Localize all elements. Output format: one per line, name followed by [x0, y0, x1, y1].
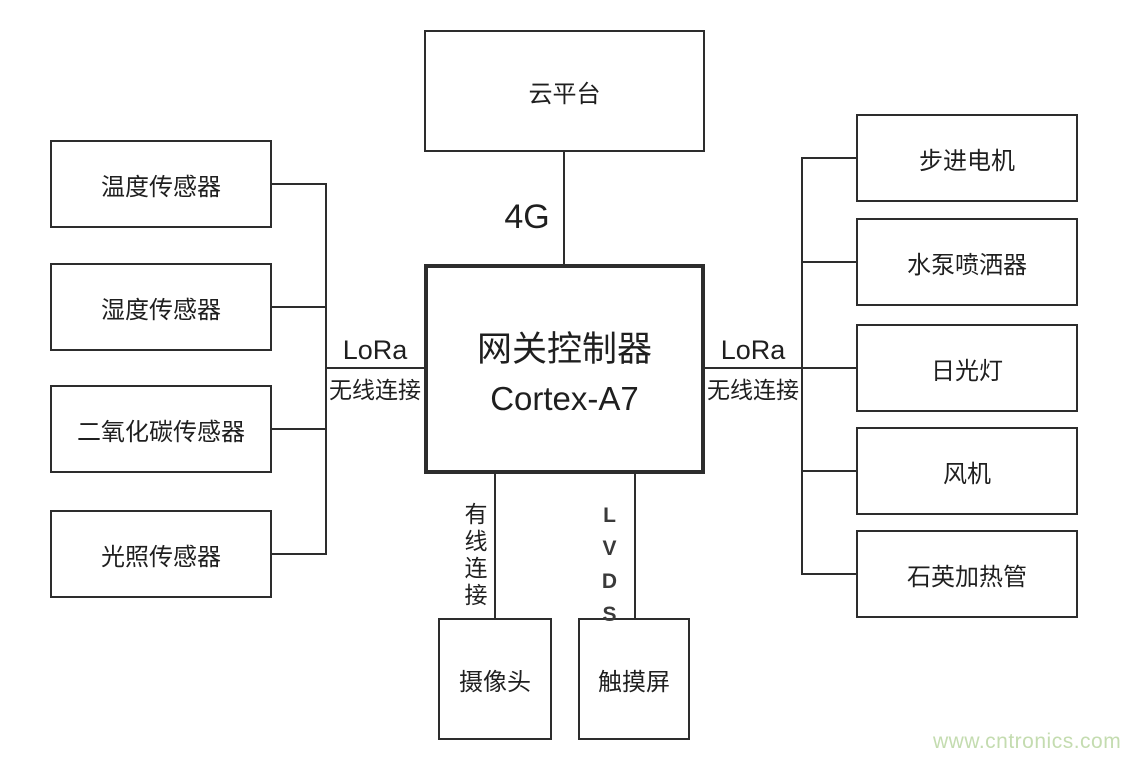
node-co2-sensor: 二氧化碳传感器	[50, 385, 272, 473]
node-humidity-sensor-label: 湿度传感器	[101, 296, 221, 324]
node-light-sensor: 光照传感器	[50, 510, 272, 598]
node-cloud-platform: 云平台	[424, 30, 705, 152]
node-fan: 风机	[856, 427, 1078, 515]
heater-link-line	[803, 573, 856, 575]
humidity-sensor-link-line	[272, 306, 326, 308]
gateway-title: 网关控制器	[476, 329, 652, 369]
light-sensor-link-line	[272, 553, 326, 555]
node-quartz-heating-tube: 石英加热管	[856, 530, 1078, 618]
node-gateway-controller: 网关控制器 Cortex-A7	[424, 264, 705, 474]
left-wireless-type-label: 无线连接	[329, 377, 421, 403]
node-humidity-sensor: 湿度传感器	[50, 263, 272, 351]
node-stepper-motor: 步进电机	[856, 114, 1078, 202]
stepper-motor-link-line	[803, 157, 856, 159]
left-lora-link-line	[325, 367, 424, 369]
camera-link-line	[494, 474, 496, 618]
node-water-pump-sprayer: 水泵喷洒器	[856, 218, 1078, 306]
node-water-pump-sprayer-label: 水泵喷洒器	[907, 251, 1027, 279]
node-fluorescent-lamp: 日光灯	[856, 324, 1078, 412]
node-temperature-sensor-label: 温度传感器	[101, 173, 221, 201]
node-touchscreen-label: 触摸屏	[598, 668, 670, 696]
node-quartz-heating-tube-label: 石英加热管	[907, 563, 1027, 591]
node-fluorescent-lamp-label: 日光灯	[931, 357, 1003, 385]
node-camera-label: 摄像头	[459, 668, 531, 696]
link-4g-line	[563, 152, 565, 264]
left-lora-protocol-label: LoRa	[342, 335, 408, 365]
fan-link-line	[803, 470, 856, 472]
node-stepper-motor-label: 步进电机	[919, 147, 1015, 175]
node-cloud-platform-label: 云平台	[528, 80, 601, 108]
link-4g-label: 4G	[504, 198, 550, 236]
node-co2-sensor-label: 二氧化碳传感器	[77, 418, 245, 446]
node-light-sensor-label: 光照传感器	[101, 543, 221, 571]
co2-sensor-link-line	[272, 428, 326, 430]
water-pump-link-line	[803, 261, 856, 263]
left-sensor-bus-line	[325, 183, 327, 555]
right-lora-protocol-label: LoRa	[720, 335, 786, 365]
node-temperature-sensor: 温度传感器	[50, 140, 272, 228]
node-touchscreen: 触摸屏	[578, 618, 690, 740]
camera-wired-link-label: 有线连接	[461, 502, 487, 610]
watermark-url: www.cntronics.com	[933, 730, 1122, 753]
touchscreen-link-line	[634, 474, 636, 618]
right-lora-link-line	[705, 367, 856, 369]
right-wireless-type-label: 无线连接	[707, 377, 799, 403]
touchscreen-lvds-link-label: LVDS	[598, 504, 621, 636]
temp-sensor-link-line	[272, 183, 326, 185]
right-actuator-bus-line	[801, 157, 803, 575]
node-fan-label: 风机	[943, 460, 991, 488]
node-camera: 摄像头	[438, 618, 552, 740]
gateway-subtitle: Cortex-A7	[490, 379, 639, 417]
